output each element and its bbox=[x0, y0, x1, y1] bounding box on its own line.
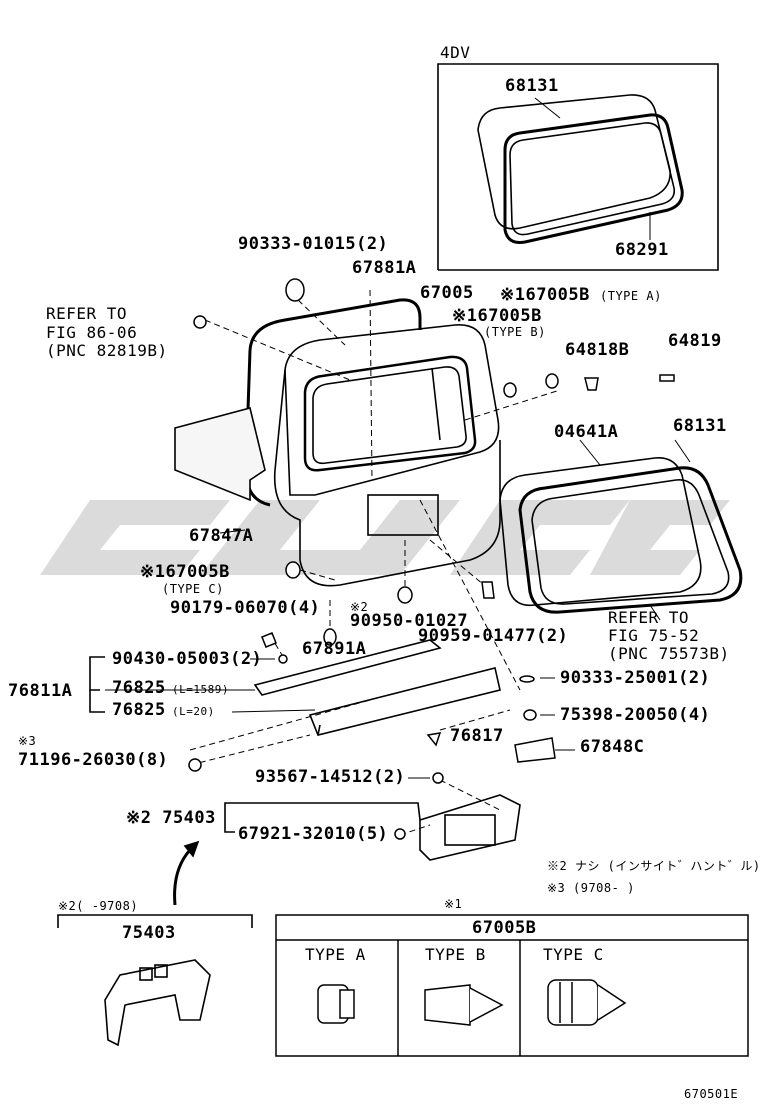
note-3-mark: ※3 bbox=[18, 734, 37, 748]
part-67847A[interactable]: 67847A bbox=[189, 526, 254, 546]
part-67005[interactable]: 67005 bbox=[420, 283, 474, 303]
type-b-cell: TYPE B bbox=[425, 945, 486, 964]
refer2-line-3: (PNC 75573B) bbox=[608, 644, 730, 663]
part-75403-b[interactable]: 75403 bbox=[122, 923, 176, 943]
part-90179[interactable]: 90179-06070(4) bbox=[170, 598, 321, 618]
part-90950[interactable]: 90950-01027 bbox=[350, 611, 469, 631]
part-90959[interactable]: 90959-01477(2) bbox=[418, 626, 569, 646]
part-93567[interactable]: 93567-14512(2) bbox=[255, 767, 406, 787]
note-1-mark: ※1 bbox=[444, 897, 463, 911]
type-c-label: (TYPE C) bbox=[162, 582, 224, 596]
note-2-range: ※2( -9708) bbox=[58, 899, 139, 913]
type-a-cell: TYPE A bbox=[305, 945, 366, 964]
part-68131-mid[interactable]: 68131 bbox=[673, 416, 727, 436]
refer2-line-1: REFER TO bbox=[608, 608, 690, 627]
watermark-logo bbox=[40, 500, 730, 575]
part-75398[interactable]: 75398-20050(4) bbox=[560, 705, 711, 725]
part-67891A[interactable]: 67891A bbox=[302, 639, 367, 659]
length-1589: (L=1589) bbox=[172, 683, 229, 696]
part-75403-a[interactable]: ※2 75403 bbox=[126, 808, 216, 828]
part-76817[interactable]: 76817 bbox=[450, 726, 504, 746]
part-64819[interactable]: 64819 bbox=[668, 331, 722, 351]
part-67005B-a[interactable]: ※167005B bbox=[500, 285, 590, 305]
part-64818B[interactable]: 64818B bbox=[565, 340, 630, 360]
part-68131-top[interactable]: 68131 bbox=[505, 76, 559, 96]
refer2-line-2[interactable]: FIG 75-52 bbox=[608, 626, 700, 645]
part-90430[interactable]: 90430-05003(2) bbox=[112, 649, 263, 669]
part-90333-25001[interactable]: 90333-25001(2) bbox=[560, 668, 711, 688]
part-67921[interactable]: 67921-32010(5) bbox=[238, 824, 389, 844]
note-3-text: ※3 (9708- ) bbox=[547, 881, 635, 895]
inset-title-label: 4DV bbox=[440, 43, 471, 62]
part-67005B-b[interactable]: ※167005B bbox=[452, 306, 542, 326]
part-76825-b[interactable]: 76825 bbox=[112, 700, 166, 720]
part-67005B-c[interactable]: ※167005B bbox=[140, 562, 230, 582]
type-c-cell: TYPE C bbox=[543, 945, 604, 964]
part-71196[interactable]: 71196-26030(8) bbox=[18, 750, 169, 770]
type-b-label: (TYPE B) bbox=[484, 325, 546, 339]
length-20: (L=20) bbox=[172, 705, 215, 718]
type-a-label: (TYPE A) bbox=[600, 289, 662, 303]
table-title: 67005B bbox=[472, 918, 537, 938]
part-67848C[interactable]: 67848C bbox=[580, 737, 645, 757]
note-2-mark: ※2 bbox=[350, 600, 369, 614]
refer-line-2[interactable]: FIG 86-06 bbox=[46, 323, 138, 342]
note-2-text: ※2 ナシ (インサイト゛ハント゛ル) bbox=[547, 859, 760, 873]
part-76825-a[interactable]: 76825 bbox=[112, 678, 166, 698]
part-67881A[interactable]: 67881A bbox=[352, 258, 417, 278]
figure-code: 670501E bbox=[684, 1087, 739, 1101]
refer-line-1: REFER TO bbox=[46, 304, 128, 323]
part-90333-01015[interactable]: 90333-01015(2) bbox=[238, 234, 389, 254]
part-04641A[interactable]: 04641A bbox=[554, 422, 619, 442]
part-68291[interactable]: 68291 bbox=[615, 240, 669, 260]
refer-line-3: (PNC 82819B) bbox=[46, 341, 168, 360]
part-76811A[interactable]: 76811A bbox=[8, 681, 73, 701]
